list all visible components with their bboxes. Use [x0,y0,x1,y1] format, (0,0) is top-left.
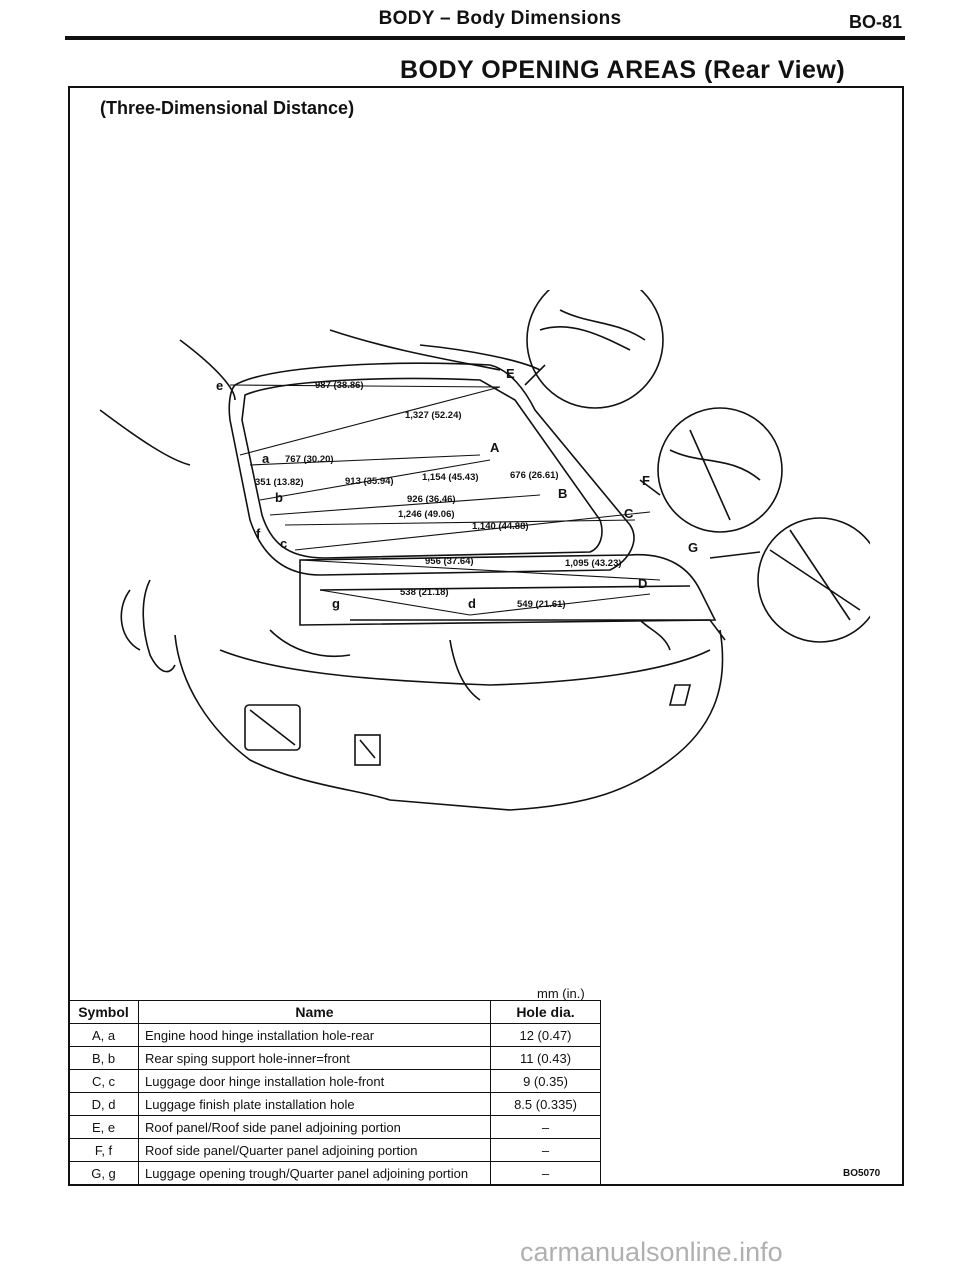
col-header-hole-dia: Hole dia. [490,1000,601,1024]
figure-frame [68,86,904,1186]
point-symbols: e E a A b B F C f c G D g d [216,366,698,611]
symbol-E: E [506,366,515,381]
symbol-B: B [558,486,567,501]
symbol-C: C [624,506,634,521]
symbol-D: D [638,576,647,591]
dim-351: 351 (13.82) [255,477,304,488]
dim-956: 956 (37.64) [425,556,474,567]
cell-symbol: G, g [68,1161,139,1185]
cell-name: Rear sping support hole-inner=front [138,1046,491,1070]
dimension-labels: 987 (38.86) 1,327 (52.24) 767 (30.20) 35… [255,380,622,610]
symbol-c: c [280,536,287,551]
cell-hole-dia: – [490,1115,601,1139]
cell-name: Luggage opening trough/Quarter panel adj… [138,1161,491,1185]
cell-hole-dia: – [490,1161,601,1185]
symbol-e: e [216,378,223,393]
dim-1327: 1,327 (52.24) [405,410,462,421]
cell-symbol: B, b [68,1046,139,1070]
cell-symbol: F, f [68,1138,139,1162]
symbol-b: b [275,490,283,505]
symbol-G: G [688,540,698,555]
symbol-a: a [262,451,270,466]
dimension-lines [229,384,661,616]
header-title: BODY – Body Dimensions [378,8,622,29]
dim-767: 767 (30.20) [285,454,334,465]
table-header-row: Symbol Name Hole dia. [68,1000,601,1024]
cell-hole-dia: 12 (0.47) [490,1023,601,1047]
figure-caption: (Three-Dimensional Distance) [100,98,355,118]
dim-1095: 1,095 (43.23) [565,558,622,569]
cell-symbol: C, c [68,1069,139,1093]
dim-676: 676 (26.61) [510,470,559,481]
car-rear-diagram: 987 (38.86) 1,327 (52.24) 767 (30.20) 35… [99,290,870,811]
cell-symbol: A, a [68,1023,139,1047]
cell-name: Engine hood hinge installation hole-rear [138,1023,491,1047]
header-rule [65,36,905,40]
car-body-outline [99,329,726,811]
figure-code: BO5070 [843,1168,881,1179]
cell-hole-dia: 8.5 (0.335) [490,1092,601,1116]
dim-987: 987 (38.86) [315,380,364,391]
col-header-symbol: Symbol [68,1000,139,1024]
dim-1154: 1,154 (45.43) [422,472,479,483]
unit-note: mm (in.) [537,986,585,1001]
cell-hole-dia: – [490,1138,601,1162]
dim-549: 549 (21.61) [517,599,566,610]
symbol-F: F [642,473,650,488]
table-row: A, a Engine hood hinge installation hole… [68,1023,601,1047]
table-row: C, c Luggage door hinge installation hol… [68,1069,601,1093]
watermark-text: carmanualsonline.info [520,1237,783,1267]
symbol-A: A [490,440,500,455]
cell-symbol: E, e [68,1115,139,1139]
cell-name: Roof side panel/Quarter panel adjoining … [138,1138,491,1162]
cell-name: Luggage finish plate installation hole [138,1092,491,1116]
dim-913: 913 (35.94) [345,476,394,487]
symbol-d: d [468,596,476,611]
cell-hole-dia: 9 (0.35) [490,1069,601,1093]
page-title: BODY OPENING AREAS (Rear View) [400,56,846,84]
cell-symbol: D, d [68,1092,139,1116]
dim-926: 926 (36.46) [407,494,456,505]
cell-hole-dia: 11 (0.43) [490,1046,601,1070]
table-row: D, d Luggage finish plate installation h… [68,1092,601,1116]
table-row: B, b Rear sping support hole-inner=front… [68,1046,601,1070]
dim-538: 538 (21.18) [400,587,449,598]
dim-1140: 1,140 (44.88) [472,521,529,532]
table-row: G, g Luggage opening trough/Quarter pane… [68,1161,601,1185]
col-header-name: Name [138,1000,491,1024]
table-row: F, f Roof side panel/Quarter panel adjoi… [68,1138,601,1162]
detail-circles [524,290,870,643]
cell-name: Roof panel/Roof side panel adjoining por… [138,1115,491,1139]
dim-1246: 1,246 (49.06) [398,509,455,520]
hole-spec-table: Symbol Name Hole dia. A, a Engine hood h… [68,1000,601,1185]
symbol-f: f [256,526,261,541]
table-row: E, e Roof panel/Roof side panel adjoinin… [68,1115,601,1139]
symbol-g: g [332,596,340,611]
page-number: BO-81 [848,12,902,32]
cell-name: Luggage door hinge installation hole-fro… [138,1069,491,1093]
